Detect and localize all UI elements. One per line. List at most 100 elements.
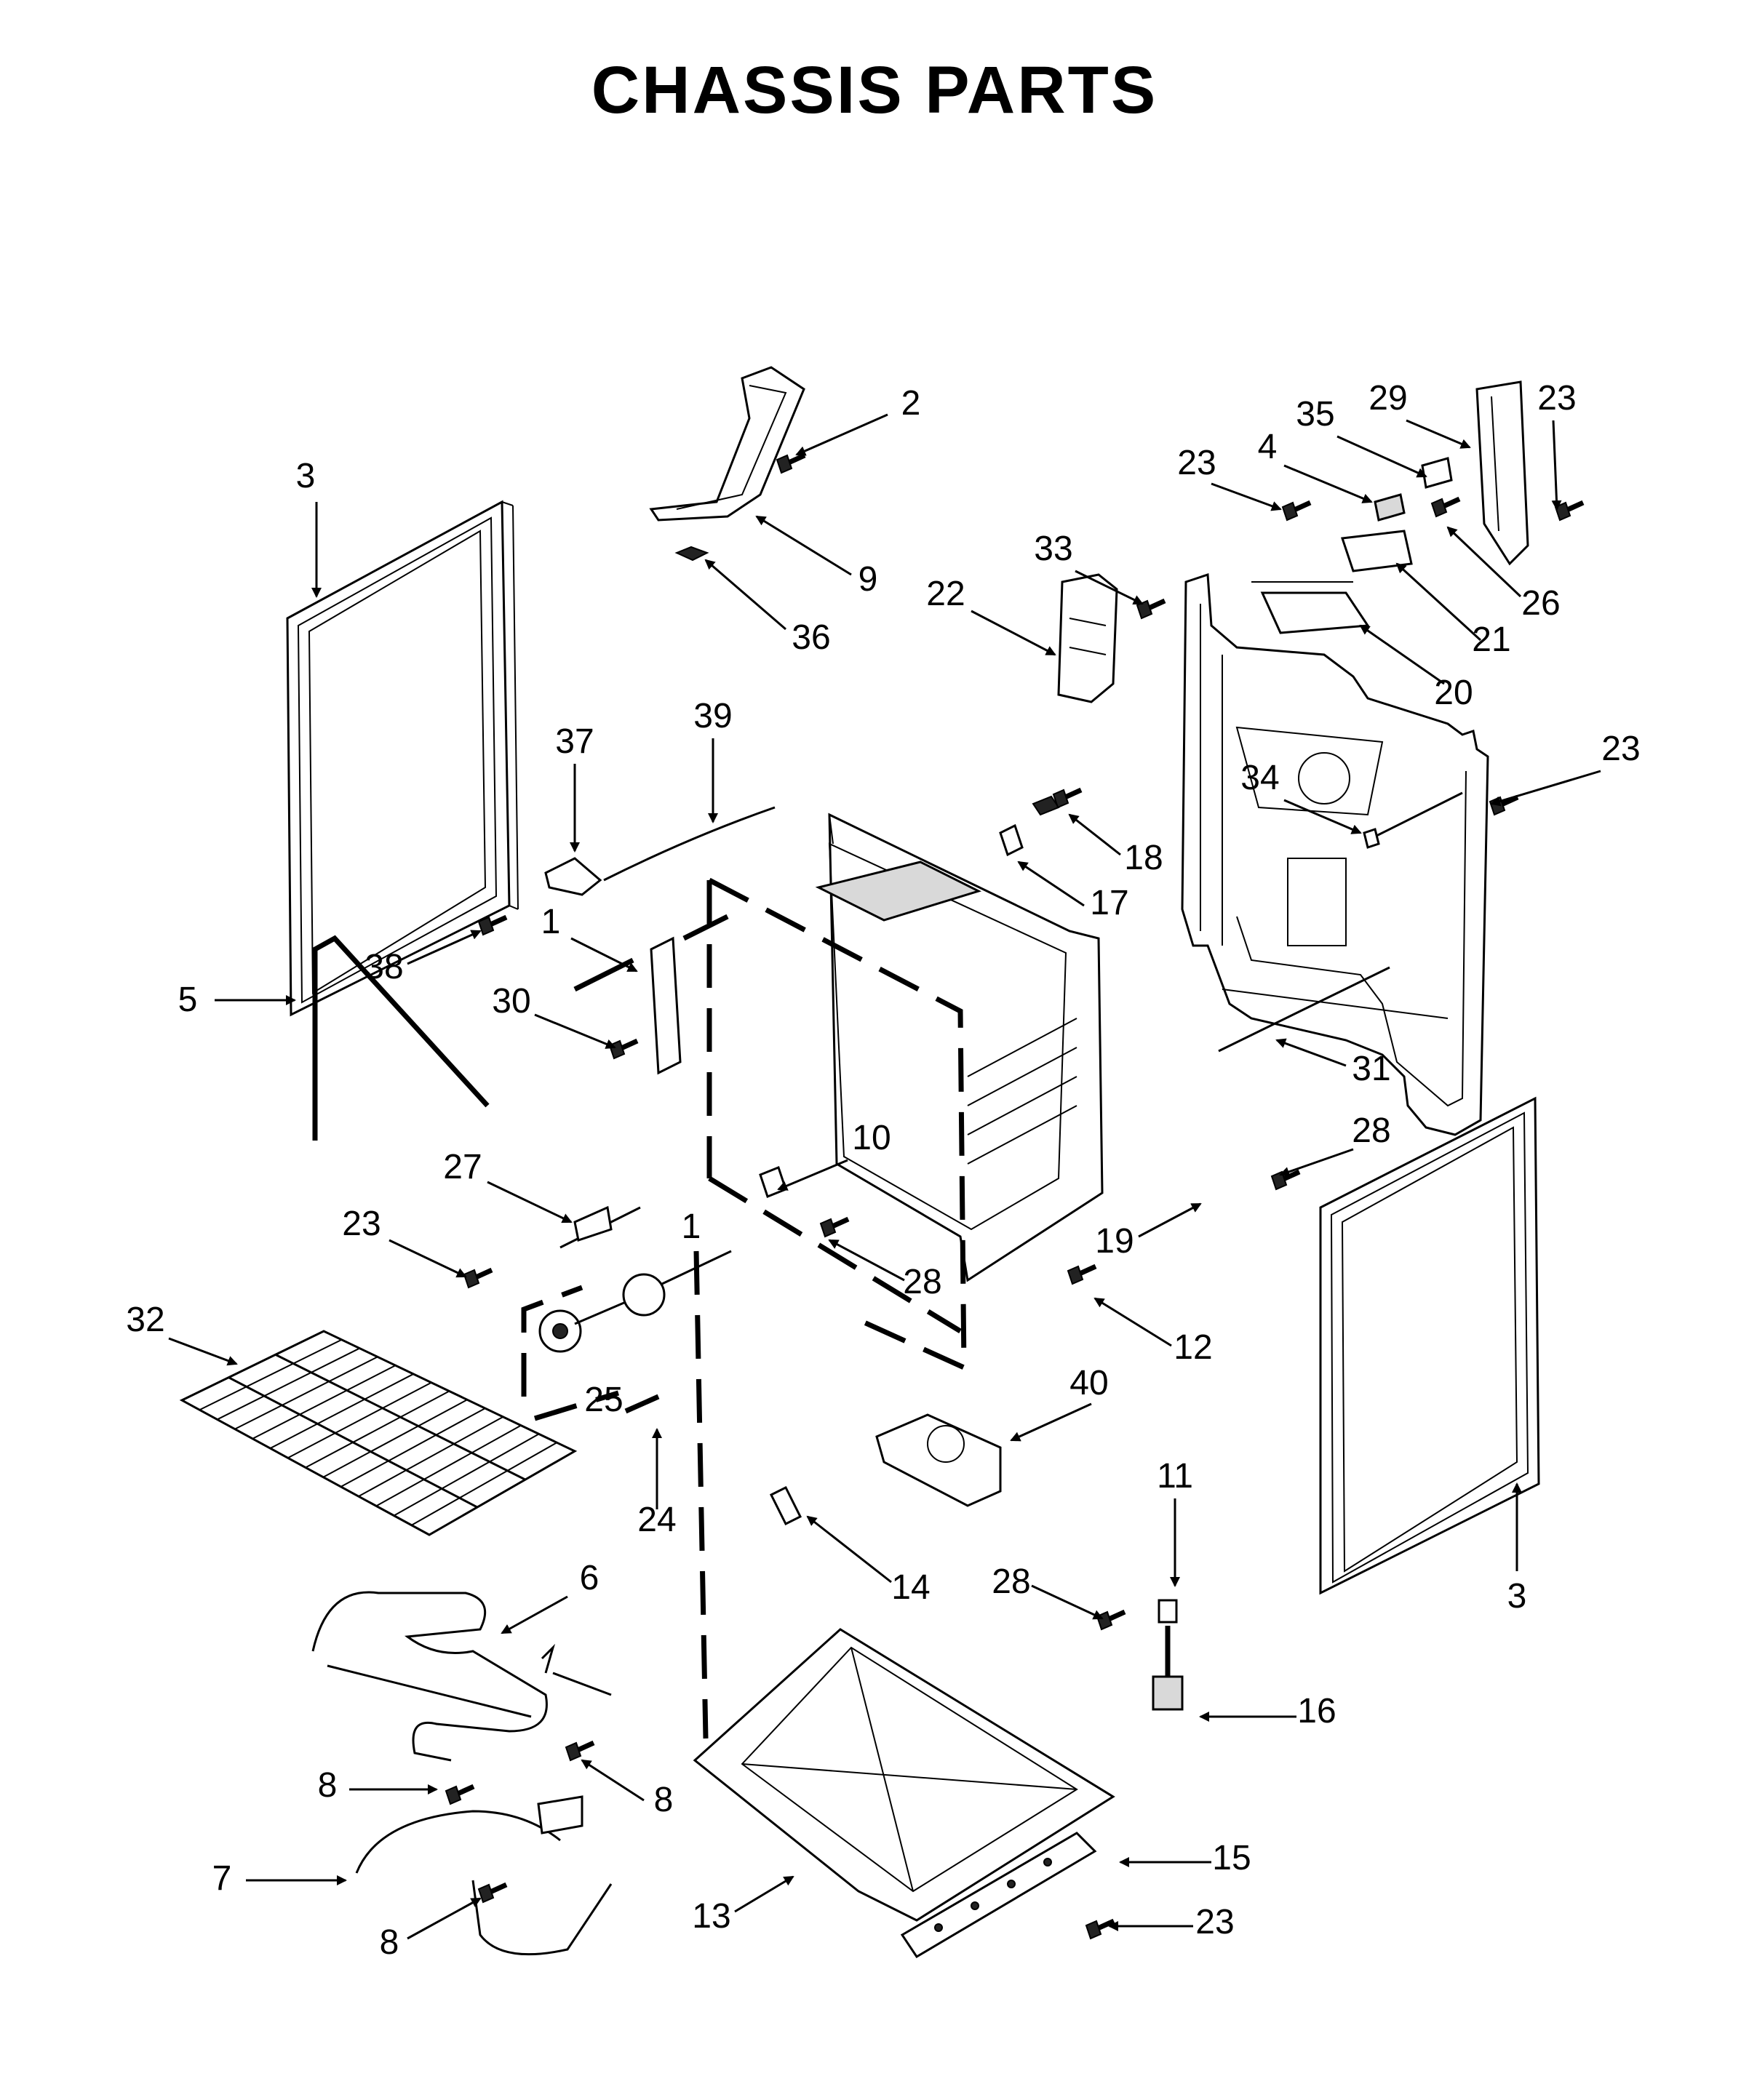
support-bracket	[649, 366, 805, 562]
oven-cavity	[706, 813, 1104, 1372]
page-title: CHASSIS PARTS	[591, 53, 1158, 127]
door-outline	[521, 1285, 660, 1421]
callout-23-a: 23	[1177, 444, 1216, 482]
callout-14: 14	[891, 1568, 930, 1607]
screw-icon	[1136, 598, 1166, 620]
clip-14	[769, 1485, 802, 1526]
rack-wire	[375, 1424, 522, 1507]
leader-line	[806, 1515, 892, 1584]
rack-wire	[358, 1416, 503, 1498]
rack-wire	[305, 1390, 450, 1469]
rack-wire	[217, 1347, 360, 1421]
leader-line	[407, 1897, 482, 1940]
screws	[445, 452, 1585, 1940]
callout-15: 15	[1212, 1839, 1251, 1877]
leader-line	[971, 610, 1056, 656]
bracket-plate-29	[1475, 380, 1529, 566]
callout-23-b: 23	[1537, 379, 1576, 418]
leader-line	[1279, 1148, 1354, 1177]
leader-line	[1017, 861, 1085, 907]
callout-33: 33	[1034, 530, 1072, 568]
callout-9: 9	[858, 560, 878, 599]
broil-element	[311, 1591, 612, 1762]
leader-line	[1406, 419, 1471, 449]
screw-icon	[1085, 1918, 1115, 1940]
callout-27: 27	[443, 1148, 482, 1186]
leader-line	[1490, 770, 1601, 807]
leader-line	[581, 1759, 645, 1802]
terminal-block	[1251, 457, 1453, 634]
screw-icon	[608, 1038, 639, 1060]
leader-line	[1031, 1584, 1104, 1620]
leader-line	[734, 1875, 794, 1913]
leader-line	[1336, 435, 1427, 478]
callout-35: 35	[1296, 395, 1334, 434]
clip-17	[999, 795, 1060, 857]
callout-11: 11	[1157, 1457, 1193, 1496]
callout-39: 39	[693, 697, 732, 735]
callout-10: 10	[852, 1119, 891, 1157]
leader-line	[704, 559, 786, 631]
callout-6: 6	[580, 1559, 599, 1597]
screw-icon	[445, 1784, 475, 1805]
control-block	[875, 1413, 1002, 1507]
callout-16: 16	[1297, 1692, 1336, 1730]
callout-25: 25	[584, 1381, 623, 1419]
leader-line	[487, 1181, 573, 1223]
rack-wire	[199, 1338, 343, 1411]
leader-line	[1010, 1402, 1092, 1442]
callout-23-c: 23	[1601, 730, 1640, 768]
callout-1-b: 1	[682, 1207, 701, 1246]
screw-icon	[565, 1740, 595, 1762]
screw-icon	[463, 1267, 493, 1289]
screw-icon	[1430, 496, 1461, 518]
leader-line	[1138, 1202, 1202, 1238]
callout-29: 29	[1368, 379, 1407, 418]
callout-1-a: 1	[541, 903, 561, 941]
rack-wire	[252, 1365, 397, 1440]
callout-28-b: 28	[1352, 1111, 1390, 1150]
oven-rack	[179, 1330, 578, 1536]
leader-line	[407, 930, 482, 965]
callout-23-d: 23	[342, 1205, 381, 1243]
screw-icon	[776, 452, 806, 474]
leader-line	[1395, 562, 1482, 642]
leader-line	[1093, 1297, 1172, 1347]
leader-line	[389, 1239, 467, 1278]
callout-labels: 3 2 9 36 22 33 23 4 35 29 23 26 21 20 23…	[126, 379, 1640, 1962]
callout-23-e: 23	[1195, 1903, 1234, 1941]
callout-28-c: 28	[992, 1562, 1030, 1601]
callout-34: 34	[1240, 759, 1279, 797]
rack-crossbar	[228, 1376, 478, 1509]
screw-icon	[477, 1882, 508, 1904]
screw-icon	[1554, 500, 1585, 522]
callout-2: 2	[901, 384, 921, 423]
leader-lines	[168, 413, 1601, 1940]
rack-wire	[340, 1408, 486, 1488]
callout-40: 40	[1069, 1364, 1108, 1402]
screw-icon	[1067, 1263, 1097, 1285]
leader-line	[1283, 464, 1373, 503]
callout-22: 22	[926, 575, 965, 613]
leader-line	[1275, 1038, 1347, 1067]
callout-20: 20	[1434, 674, 1473, 712]
callout-8-a: 8	[318, 1766, 338, 1805]
callout-18: 18	[1124, 839, 1163, 877]
rack-wire	[393, 1433, 540, 1517]
callout-8-b: 8	[654, 1781, 674, 1819]
callout-8-c: 8	[380, 1923, 399, 1962]
leader-line	[755, 515, 852, 576]
leader-line	[1283, 799, 1362, 834]
side-panel-right	[1319, 1096, 1540, 1595]
callout-13: 13	[692, 1897, 730, 1936]
callout-30: 30	[492, 982, 530, 1021]
rack-wire	[269, 1373, 414, 1449]
callout-12: 12	[1174, 1328, 1212, 1367]
callout-37: 37	[555, 722, 594, 761]
callout-38: 38	[364, 948, 403, 986]
screw-icon	[1096, 1609, 1126, 1631]
screw-icon	[1281, 500, 1312, 522]
callout-26: 26	[1521, 584, 1560, 623]
